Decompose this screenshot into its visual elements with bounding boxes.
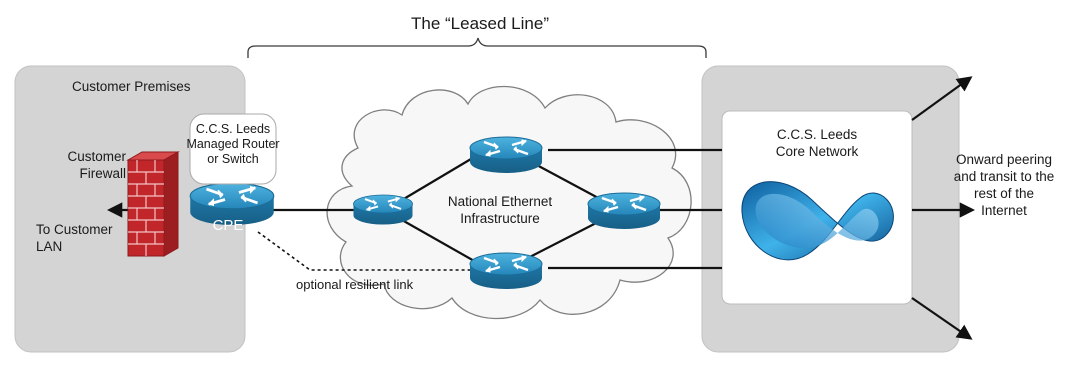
router-west-icon bbox=[352, 193, 414, 226]
arrows bbox=[106, 76, 976, 340]
customer-premises-label: Customer Premises bbox=[72, 79, 191, 94]
arrow-internet-up bbox=[911, 76, 973, 121]
arrow-internet-down bbox=[911, 297, 973, 340]
infinity-ribbon-logo bbox=[741, 181, 894, 261]
cpe-callout-text: C.C.S. Leeds Managed Router or Switch bbox=[186, 122, 280, 166]
link-west-to-south bbox=[401, 219, 477, 263]
core-network-label: C.C.S. Leeds Core Network bbox=[775, 127, 859, 159]
leased-line-title: The “Leased Line” bbox=[411, 14, 549, 33]
internet-label: Onward peering and transit to the rest o… bbox=[953, 152, 1055, 218]
ethernet-cloud bbox=[326, 85, 692, 320]
cloud-label: National Ethernet Infrastructure bbox=[447, 194, 553, 226]
link-west-to-north bbox=[401, 155, 477, 201]
link-south-to-east bbox=[519, 219, 603, 263]
router-east-icon bbox=[586, 191, 662, 231]
cpe-callout-box bbox=[189, 113, 277, 185]
router-south-icon bbox=[468, 251, 544, 291]
cpe-device-label: CPE bbox=[213, 217, 244, 234]
leased-line-brace bbox=[247, 37, 707, 58]
optional-link-label: optional resilient link bbox=[296, 277, 414, 292]
firewall-icon bbox=[126, 151, 180, 257]
firewall-label: Customer Firewall bbox=[67, 149, 126, 181]
customer-lan-label: To Customer LAN bbox=[36, 222, 113, 254]
router-north-icon bbox=[468, 135, 544, 175]
